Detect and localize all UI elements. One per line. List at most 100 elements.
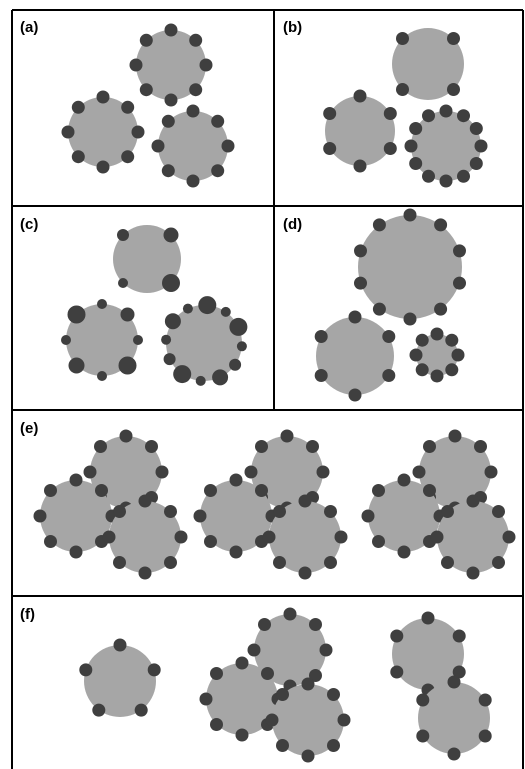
particle-f-3: [265, 677, 351, 763]
surface-bead: [195, 375, 206, 386]
particle-core: [200, 480, 272, 552]
surface-bead: [113, 505, 126, 518]
particle-b-1: [323, 89, 397, 173]
particle-e-4: [193, 473, 279, 559]
particle-e-1: [33, 473, 119, 559]
surface-bead: [258, 618, 271, 631]
surface-bead: [430, 369, 444, 383]
particle-f-0: [79, 638, 161, 717]
surface-bead: [466, 494, 480, 508]
surface-bead: [97, 299, 107, 309]
particle-core: [251, 436, 323, 508]
surface-bead: [383, 107, 397, 120]
particle-core: [84, 645, 156, 717]
surface-bead: [83, 465, 97, 479]
surface-bead: [164, 313, 181, 330]
surface-bead: [61, 335, 71, 345]
particle-e-3: [244, 429, 330, 515]
surface-bead: [235, 728, 249, 742]
surface-bead: [68, 357, 85, 374]
particle-core: [272, 684, 344, 756]
surface-bead: [439, 174, 453, 188]
surface-bead: [353, 159, 367, 173]
surface-bead: [445, 333, 459, 347]
surface-bead: [474, 139, 488, 153]
surface-bead: [457, 169, 470, 183]
particle-f-2: [199, 656, 285, 742]
particle-core: [68, 97, 138, 167]
particle-core: [269, 501, 341, 573]
surface-bead: [134, 703, 148, 717]
surface-bead: [396, 83, 409, 96]
surface-bead: [182, 303, 193, 314]
surface-bead: [199, 692, 213, 706]
particle-core: [368, 480, 440, 552]
particle-core: [316, 317, 394, 395]
surface-bead: [430, 530, 444, 544]
particle-e-8: [430, 494, 516, 580]
surface-bead: [327, 739, 340, 752]
surface-bead: [113, 556, 126, 569]
surface-bead: [447, 747, 461, 761]
surface-bead: [139, 33, 153, 47]
surface-bead: [452, 665, 466, 679]
surface-bead: [247, 643, 261, 657]
surface-bead: [161, 164, 175, 178]
surface-bead: [453, 244, 466, 258]
surface-bead: [95, 484, 108, 497]
surface-bead: [316, 465, 330, 479]
surface-bead: [478, 729, 492, 743]
surface-bead: [354, 276, 367, 290]
surface-bead: [97, 371, 107, 381]
surface-bead: [261, 667, 274, 680]
surface-bead: [314, 330, 328, 343]
panel-label-c: (c): [20, 216, 38, 233]
surface-bead: [220, 306, 231, 317]
surface-bead: [404, 139, 418, 153]
surface-bead: [439, 104, 453, 118]
surface-bead: [118, 356, 137, 375]
surface-bead: [229, 358, 242, 371]
surface-bead: [69, 545, 83, 559]
surface-bead: [113, 638, 127, 652]
surface-bead: [174, 530, 188, 544]
particle-core: [411, 111, 481, 181]
surface-bead: [162, 274, 180, 292]
surface-bead: [199, 58, 213, 72]
surface-bead: [314, 369, 328, 382]
surface-bead: [273, 556, 286, 569]
surface-bead: [92, 703, 106, 717]
surface-bead: [44, 484, 57, 497]
particle-a-0: [129, 23, 213, 107]
surface-bead: [396, 32, 409, 45]
surface-bead: [447, 32, 460, 45]
surface-bead: [337, 713, 351, 727]
surface-bead: [324, 505, 337, 518]
surface-bead: [306, 440, 319, 453]
surface-bead: [448, 429, 462, 443]
surface-bead: [348, 388, 362, 402]
surface-bead: [71, 150, 85, 164]
surface-bead: [478, 693, 492, 707]
particle-core: [206, 663, 278, 735]
particle-e-7: [361, 473, 447, 559]
surface-bead: [145, 440, 158, 453]
panel-label-e: (e): [20, 420, 38, 437]
particle-c-1: [61, 299, 143, 381]
surface-bead: [447, 675, 461, 689]
surface-bead: [235, 656, 249, 670]
surface-bead: [298, 494, 312, 508]
surface-bead: [298, 566, 312, 580]
surface-bead: [69, 473, 83, 487]
surface-bead: [434, 218, 448, 232]
particle-core: [392, 618, 464, 690]
panel-label-d: (d): [283, 216, 302, 233]
surface-bead: [186, 104, 200, 118]
surface-bead: [133, 335, 143, 345]
surface-bead: [447, 83, 460, 96]
surface-bead: [397, 473, 411, 487]
surface-bead: [423, 440, 436, 453]
surface-bead: [33, 509, 47, 523]
surface-bead: [198, 296, 217, 315]
surface-bead: [382, 330, 396, 343]
